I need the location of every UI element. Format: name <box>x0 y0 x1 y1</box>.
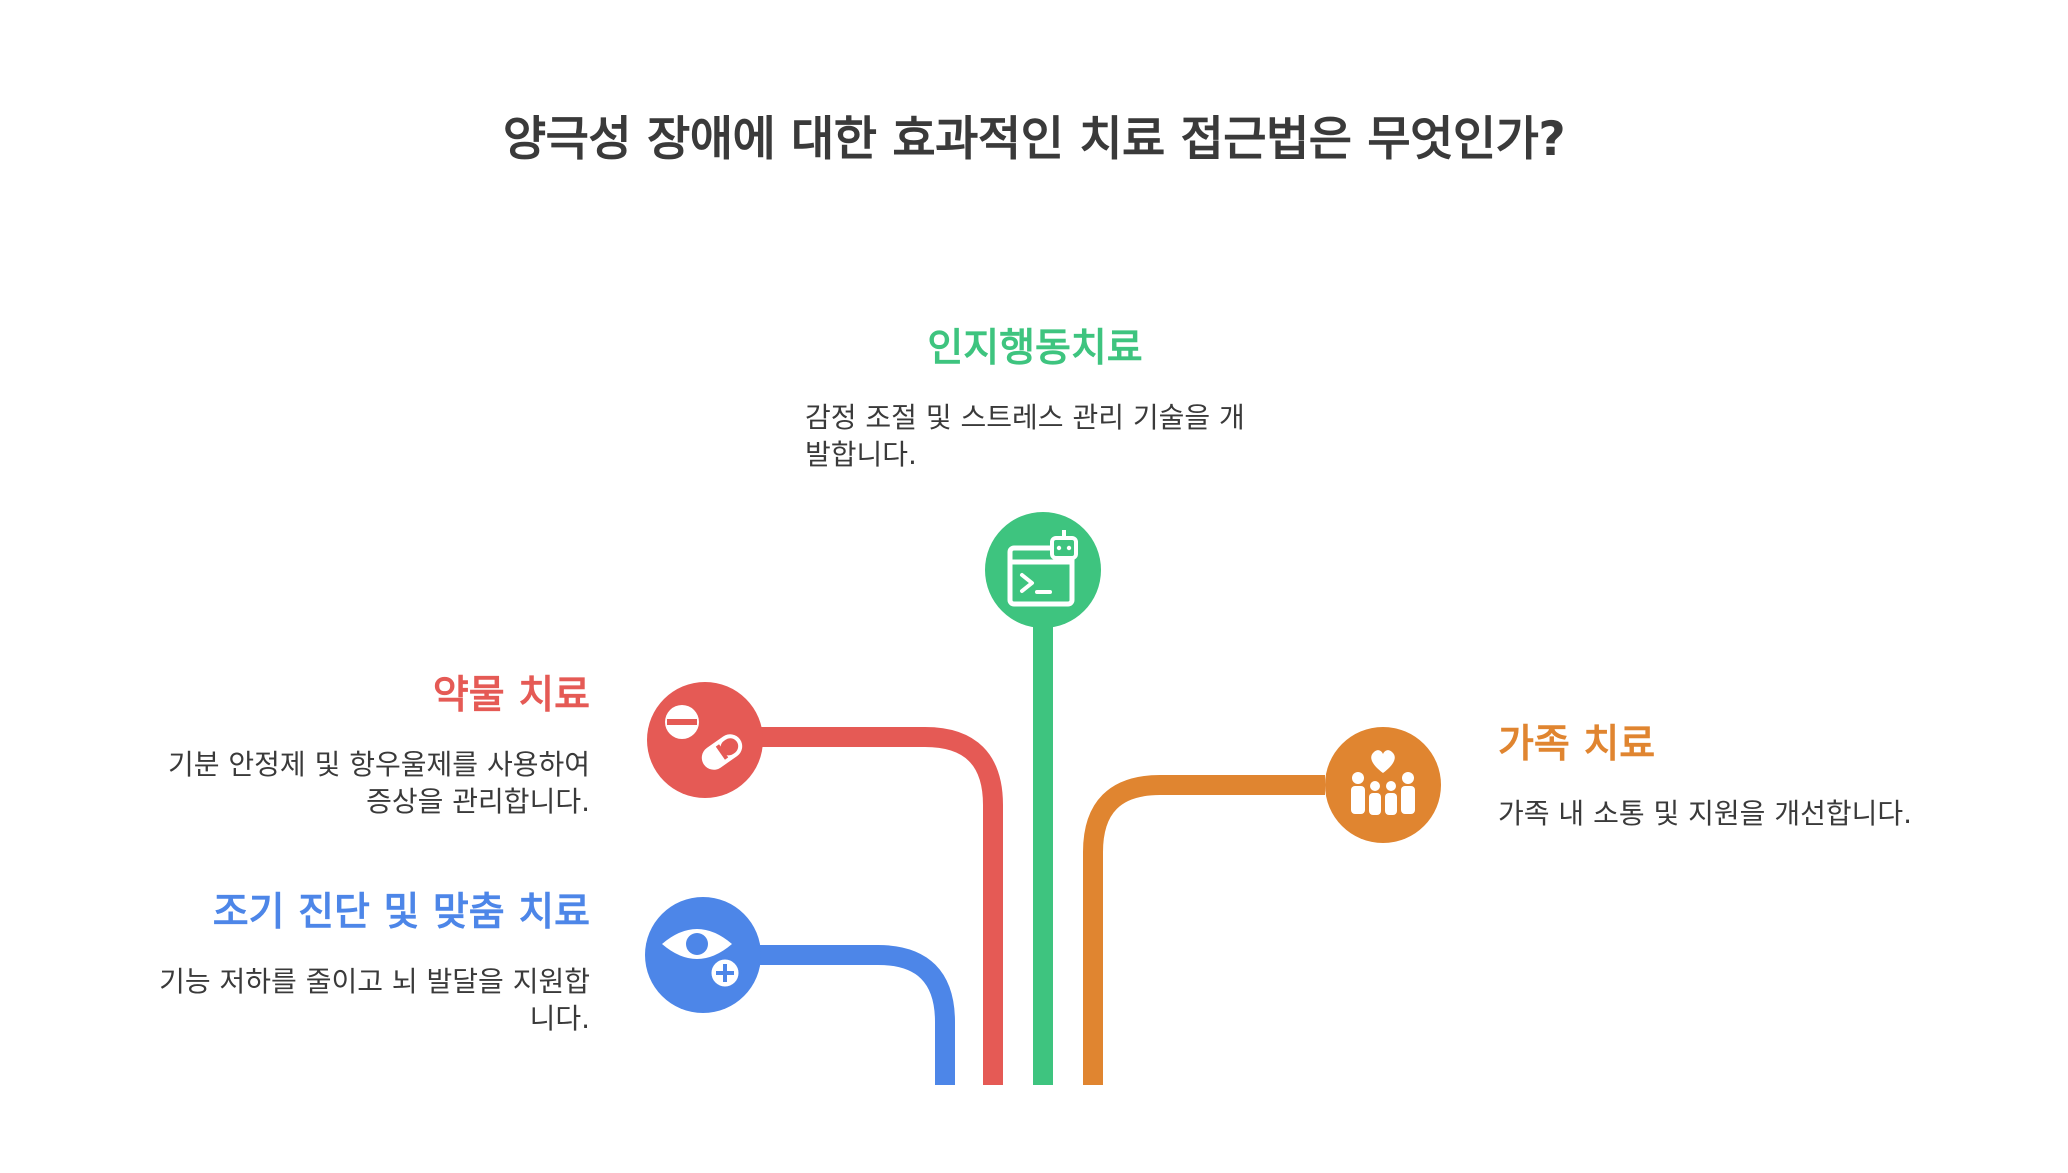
medication-node <box>647 682 763 798</box>
family-description-line1: 가족 내 소통 및 지원을 개선합니다. <box>1498 796 1913 830</box>
cbt-heading: 인지행동치료 <box>927 326 1143 371</box>
connector-medication <box>760 727 1003 1085</box>
early-description-line2: 니다. <box>529 1001 590 1035</box>
early-heading: 조기 진단 및 맞춤 치료 <box>212 890 590 935</box>
early-node <box>645 897 761 1013</box>
cbt-block: 인지행동치료 감정 조절 및 스트레스 관리 기술을 개 발합니다. <box>805 326 1285 473</box>
cbt-description-line1: 감정 조절 및 스트레스 관리 기술을 개 <box>805 400 1245 434</box>
cbt-description: 감정 조절 및 스트레스 관리 기술을 개 발합니다. <box>805 399 1285 473</box>
medication-description: 기분 안정제 및 항우울제를 사용하여 증상을 관리합니다. <box>100 746 590 820</box>
medication-description-line1: 기분 안정제 및 항우울제를 사용하여 <box>167 747 590 781</box>
early-description-line1: 기능 저하를 줄이고 뇌 발달을 지원합 <box>159 964 590 998</box>
family-description: 가족 내 소통 및 지원을 개선합니다. <box>1498 795 1998 832</box>
pills-icon <box>665 705 743 770</box>
connector-family <box>1083 775 1325 1085</box>
family-block: 가족 치료 가족 내 소통 및 지원을 개선합니다. <box>1498 722 1998 832</box>
eye-plus-icon <box>662 929 742 990</box>
early-block: 조기 진단 및 맞춤 치료 기능 저하를 줄이고 뇌 발달을 지원합 니다. <box>100 890 590 1037</box>
medication-heading: 약물 치료 <box>432 673 590 718</box>
connector-early <box>760 945 955 1085</box>
medication-description-line2: 증상을 관리합니다. <box>366 784 590 818</box>
family-heading: 가족 치료 <box>1498 722 1656 767</box>
medication-block: 약물 치료 기분 안정제 및 항우울제를 사용하여 증상을 관리합니다. <box>100 673 590 820</box>
page-title: 양극성 장애에 대한 효과적인 치료 접근법은 무엇인가? <box>502 112 1566 167</box>
early-description: 기능 저하를 줄이고 뇌 발달을 지원합 니다. <box>100 963 590 1037</box>
cbt-description-line2: 발합니다. <box>805 437 917 471</box>
cbt-node <box>985 512 1101 628</box>
terminal-robot-icon <box>1007 530 1078 607</box>
family-heart-icon <box>1351 750 1415 815</box>
family-node <box>1325 727 1441 843</box>
